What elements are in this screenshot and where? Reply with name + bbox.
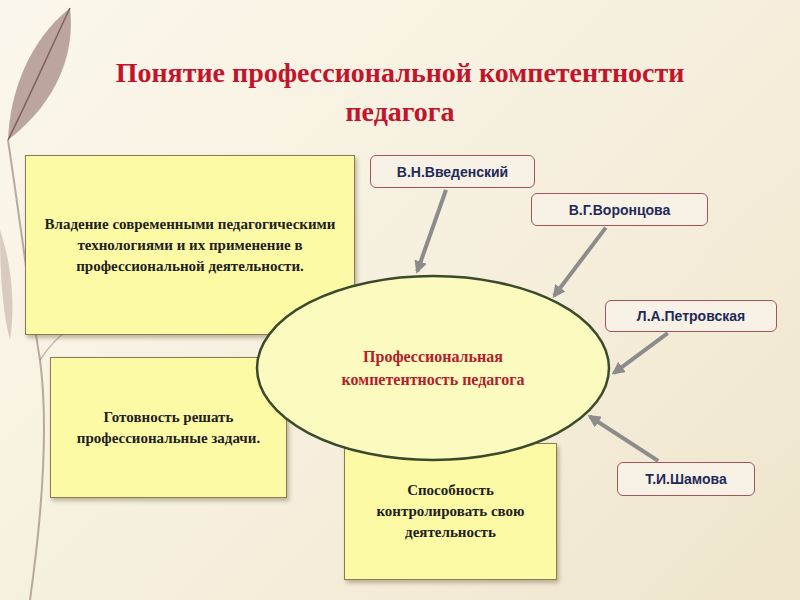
node-text: В.Н.Введенский [397,164,508,180]
arrow-connector [614,333,668,373]
arrow-connector [417,190,446,271]
leaf [0,230,12,340]
author-box: В.Г.Воронцова [531,193,708,226]
node-text: В.Г.Воронцова [569,202,671,218]
node-text: Профессиональная компетентность педагога [325,345,541,391]
central-ellipse: Профессиональная компетентность педагога [255,274,611,462]
author-box: В.Н.Введенский [370,155,535,188]
ellipse [257,276,609,460]
arrow-connector [590,417,658,461]
title: Понятие профессиональной компетентности … [100,54,700,131]
node-text: Владение современными педагогическими те… [38,214,342,277]
leaf [8,8,71,140]
leaf-vein [8,8,70,140]
arrow-connector [554,228,606,296]
node-text: Готовность решать профессиональные задач… [63,407,274,449]
author-box: Л.А.Петровская [605,300,777,332]
concept-box: Способность контролировать свою деятельн… [344,443,557,580]
author-box: Т.И.Шамова [617,462,755,496]
node-text: Т.И.Шамова [645,471,727,487]
concept-box: Готовность решать профессиональные задач… [50,357,287,498]
node-text: Л.А.Петровская [637,308,745,324]
ellipse-outline [255,274,611,462]
node-text: Способность контролировать свою деятельн… [357,480,544,543]
